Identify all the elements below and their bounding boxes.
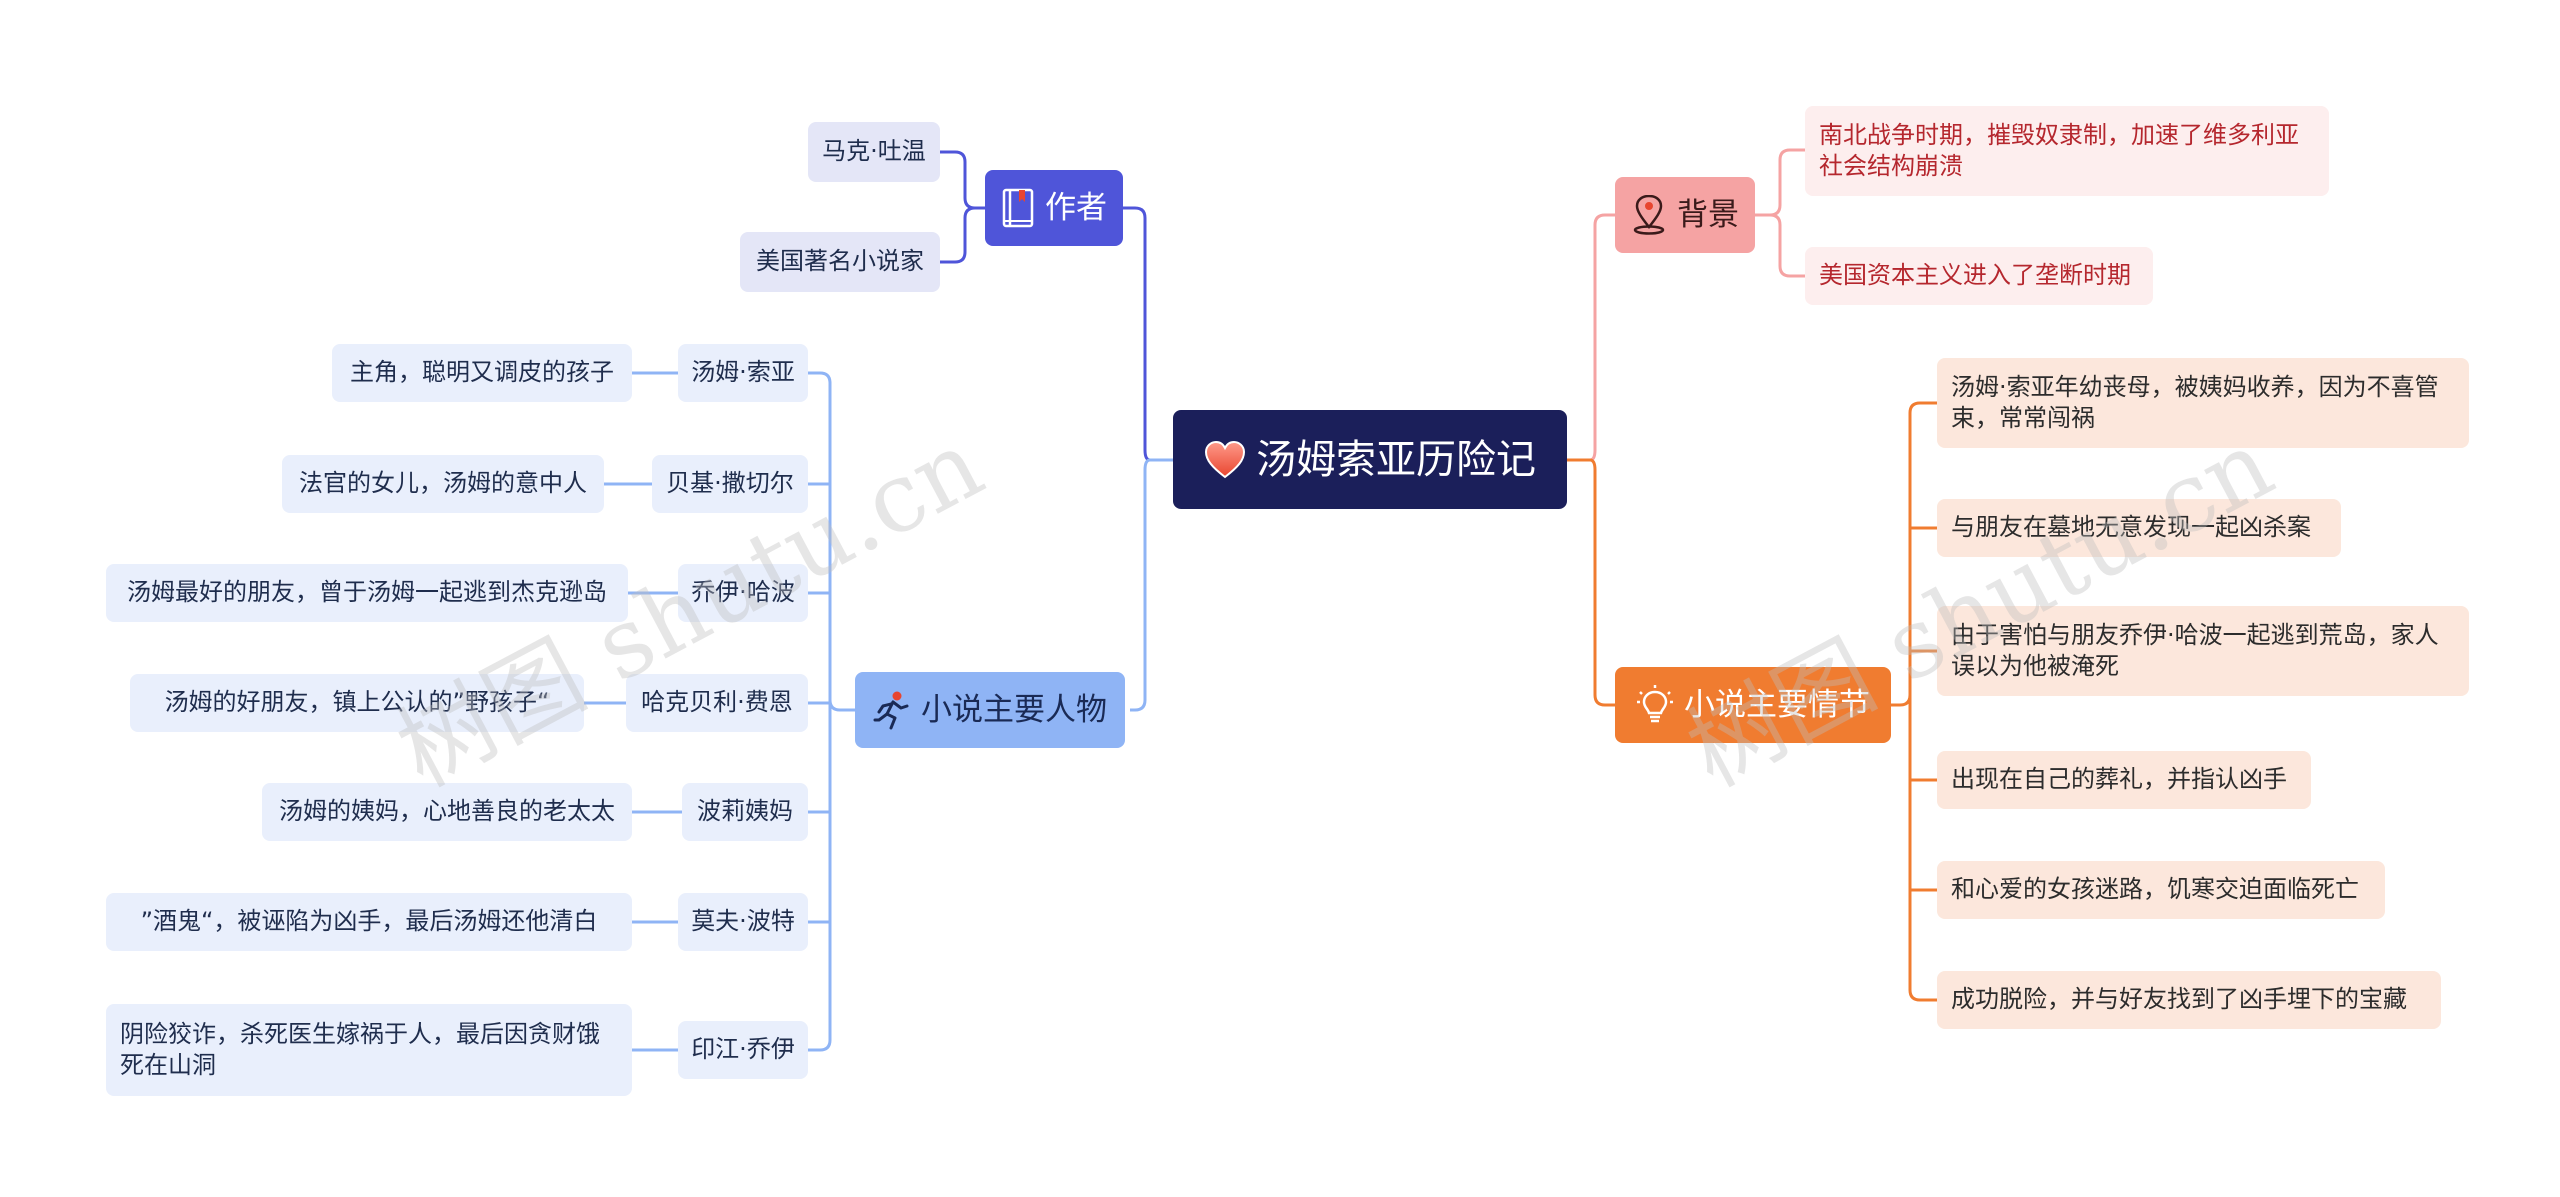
branch-plot-label: 小说主要情节: [1684, 686, 1870, 723]
branch-background-label: 背景: [1677, 196, 1739, 233]
plot-item[interactable]: 成功脱险，并与好友找到了凶手埋下的宝藏: [1937, 971, 2441, 1029]
root-node[interactable]: 汤姆索亚历险记: [1173, 410, 1567, 509]
lightbulb-icon: [1636, 684, 1674, 726]
plot-item[interactable]: 汤姆·索亚年幼丧母，被姨妈收养，因为不喜管束，常常闯祸: [1937, 358, 2469, 448]
character-name[interactable]: 哈克贝利·费恩: [626, 674, 808, 732]
branch-characters[interactable]: 小说主要人物: [855, 672, 1125, 748]
location-pin-icon: [1631, 195, 1667, 235]
character-name[interactable]: 波莉姨妈: [682, 783, 808, 841]
character-name[interactable]: 莫夫·波特: [678, 893, 808, 951]
character-desc[interactable]: 阴险狡诈，杀死医生嫁祸于人，最后因贪财饿死在山洞: [106, 1004, 632, 1096]
character-name[interactable]: 贝基·撒切尔: [652, 455, 808, 513]
running-person-icon: [873, 690, 911, 730]
heart-icon: [1204, 440, 1246, 479]
character-desc[interactable]: 主角，聪明又调皮的孩子: [332, 344, 632, 402]
branch-characters-label: 小说主要人物: [921, 691, 1107, 728]
character-desc[interactable]: 法官的女儿，汤姆的意中人: [282, 455, 604, 513]
branch-author-label: 作者: [1045, 189, 1107, 226]
plot-item[interactable]: 由于害怕与朋友乔伊·哈波一起逃到荒岛，家人误以为他被淹死: [1937, 606, 2469, 696]
book-icon: [1001, 188, 1035, 228]
background-item[interactable]: 南北战争时期，摧毁奴隶制，加速了维多利亚社会结构崩溃: [1805, 106, 2329, 196]
plot-item[interactable]: 和心爱的女孩迷路，饥寒交迫面临死亡: [1937, 861, 2385, 919]
author-item[interactable]: 马克·吐温: [808, 122, 940, 182]
character-desc[interactable]: ”酒鬼“，被诬陷为凶手，最后汤姆还他清白: [106, 893, 632, 951]
character-name[interactable]: 乔伊·哈波: [678, 564, 808, 622]
plot-item[interactable]: 与朋友在墓地无意发现一起凶杀案: [1937, 499, 2341, 557]
branch-background[interactable]: 背景: [1615, 177, 1755, 253]
plot-item[interactable]: 出现在自己的葬礼，并指认凶手: [1937, 751, 2311, 809]
character-desc[interactable]: 汤姆的好朋友，镇上公认的”野孩子“: [130, 674, 584, 732]
branch-plot[interactable]: 小说主要情节: [1615, 667, 1891, 743]
author-item[interactable]: 美国著名小说家: [740, 232, 940, 292]
character-desc[interactable]: 汤姆的姨妈，心地善良的老太太: [262, 783, 632, 841]
character-desc[interactable]: 汤姆最好的朋友，曾于汤姆一起逃到杰克逊岛: [106, 564, 628, 622]
character-name[interactable]: 印江·乔伊: [678, 1021, 808, 1079]
background-item[interactable]: 美国资本主义进入了垄断时期: [1805, 247, 2153, 305]
character-name[interactable]: 汤姆·索亚: [678, 344, 808, 402]
branch-author[interactable]: 作者: [985, 170, 1123, 246]
root-title: 汤姆索亚历险记: [1256, 436, 1536, 483]
